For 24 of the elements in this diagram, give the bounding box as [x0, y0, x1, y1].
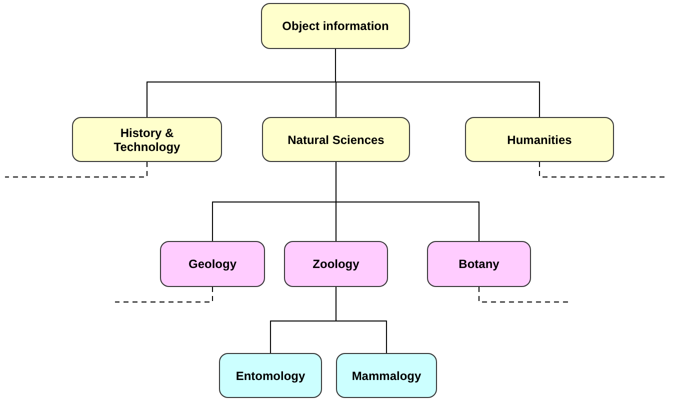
- connector-line: [335, 48, 540, 118]
- category-box: [427, 241, 531, 287]
- category-box: [262, 117, 410, 162]
- category-box: [284, 241, 388, 287]
- node-label: Zoology: [312, 257, 360, 271]
- node-label: Natural Sciences: [286, 132, 386, 146]
- connector-line: [336, 162, 480, 242]
- node-label: Botany: [458, 257, 500, 271]
- node-label: Humanities: [506, 132, 573, 146]
- node-label: Mammalogy: [350, 368, 422, 382]
- node-label: History & Technology: [112, 126, 182, 154]
- connector-line: [336, 286, 387, 354]
- category-box: [72, 117, 222, 162]
- category-box: [160, 241, 265, 287]
- dashed-connector: [114, 286, 213, 302]
- dashed-connector: [4, 162, 148, 178]
- dashed-connector: [478, 286, 570, 302]
- node-label: Object information: [281, 19, 390, 33]
- category-box: [261, 3, 410, 49]
- node-label: Geology: [187, 257, 238, 271]
- category-box: [219, 353, 322, 398]
- category-box: [336, 353, 437, 398]
- category-box: [465, 117, 614, 162]
- node-label: Entomology: [234, 368, 306, 382]
